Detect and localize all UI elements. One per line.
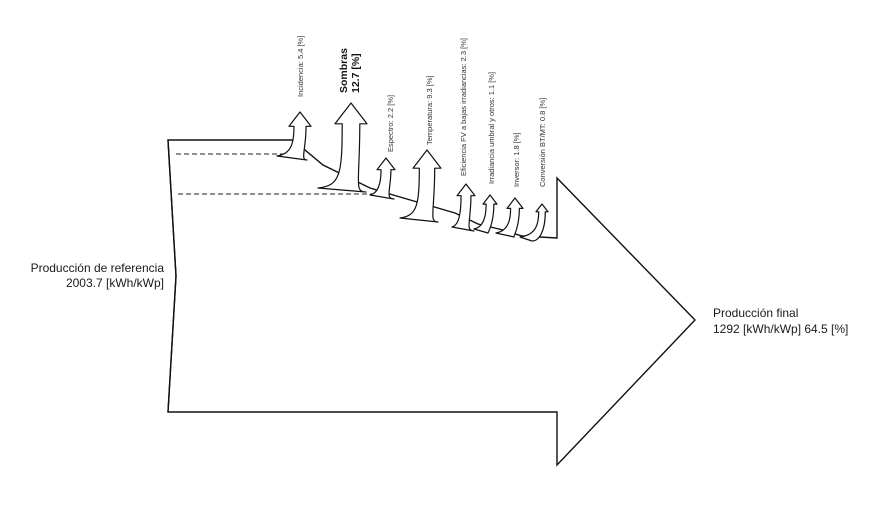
input-value: 2003.7 [kWh/kWp] [66,276,164,290]
loss-arrow-inversor [495,197,524,238]
loss-label-temperatura: Temperatura: 9.3 [%] [425,75,434,145]
loss-arrow-temperatura [399,149,442,223]
loss-label-espectro: Espectro: 2.2 [%] [386,95,395,152]
loss-arrow-espectro [369,157,396,200]
loss-label-conversion: Conversión BT/MT: 0.8 [%] [538,98,547,187]
loss-arrows [276,102,549,242]
input-boundary [167,139,177,413]
output-value: 1292 [kWh/kWp] 64.5 [%] [713,322,848,336]
loss-labels: Incidencia: 5.4 [%] Sombras 12.7 [%] Esp… [296,36,547,187]
loss-arrow-conversion [519,203,549,242]
loss-arrow-sombras [317,102,368,193]
loss-label-irradiancia: Irradiancia umbral y otros: 1.1 [%] [487,72,496,184]
loss-label-sombras-value: 12.7 [%] [350,53,362,93]
input-label: Producción de referencia [31,261,165,275]
loss-label-eficiencia: Eficiencia FV a bajas irradiancias: 2.3 … [459,38,468,176]
output-label: Producción final [713,306,798,320]
loss-label-incidencia: Incidencia: 5.4 [%] [296,36,305,97]
loss-arrow-irradiancia [473,194,498,234]
loss-arrow-eficiencia [451,183,476,232]
loss-label-sombras: Sombras [338,48,350,93]
loss-label-inversor: Inversor: 1.8 [%] [512,132,521,187]
loss-arrow-incidencia [276,111,312,161]
